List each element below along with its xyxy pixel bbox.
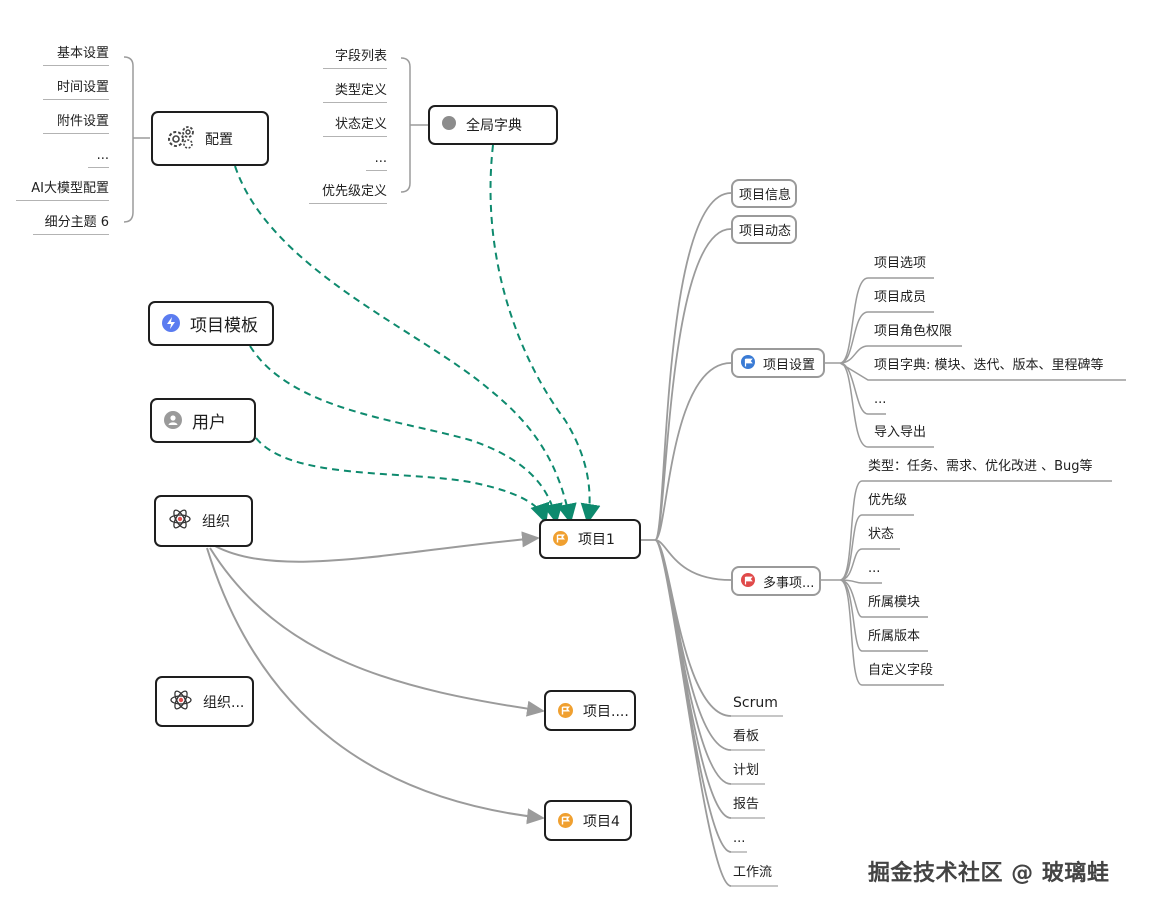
circle-icon [442,116,456,134]
dashed-link-config [234,165,577,524]
items-leaf[interactable]: 优先级 [868,493,908,508]
project1-node[interactable]: 项目1 [539,519,641,559]
dict-bracket [400,57,428,193]
tree-settings [824,277,1126,448]
settings-leaf[interactable]: ... [874,392,887,407]
flag-red-icon [741,573,755,589]
project1-label: 项目1 [578,532,615,548]
project-more-leaf[interactable]: 工作流 [733,865,773,880]
config-node[interactable]: 配置 [151,111,269,166]
project-more-leaf[interactable]: Scrum [733,695,778,711]
atom-icon [168,507,192,535]
project-more-leaf[interactable]: 报告 [733,797,760,812]
project-more-leaf[interactable]: ... [733,831,746,846]
project-flag-icon [558,702,573,719]
settings-leaf[interactable]: 项目角色权限 [874,324,953,339]
tree-project1 [641,192,732,887]
dict-leaf[interactable]: 类型定义 [323,82,387,103]
flag-blue-icon [741,355,755,371]
user-node[interactable]: 用户 [150,398,256,443]
config-leaf[interactable]: ... [88,147,109,168]
settings-leaf[interactable]: 项目字典: 模块、迭代、版本、里程碑等 [874,358,1104,373]
gears-icon [165,125,195,153]
project-more-leaf[interactable]: 看板 [733,729,760,744]
config-bracket [123,56,150,223]
multi-items-label: 多事项... [763,575,815,591]
dashed-link-dict [489,144,601,524]
link-org-project1 [214,531,540,563]
settings-leaf[interactable]: 项目选项 [874,256,927,271]
project-template-node[interactable]: 项目模板 [148,301,274,346]
user-label: 用户 [192,413,226,433]
project-settings-node[interactable]: 项目设置 [731,348,825,378]
project-news-node[interactable]: 项目动态 [731,215,797,244]
tree-items [821,480,1112,686]
dashed-link-user [255,437,550,524]
project4-node[interactable]: 项目4 [544,800,632,841]
config-label: 配置 [205,131,233,148]
project2-node[interactable]: 项目.... [544,690,636,731]
dict-leaf[interactable]: 优先级定义 [309,183,387,204]
atom-icon [169,688,193,716]
config-leaf[interactable]: 时间设置 [43,79,109,100]
underlines-more [731,715,783,887]
global-dict-node[interactable]: 全局字典 [428,105,558,145]
bolt-icon [162,313,180,334]
settings-leaf[interactable]: 项目成员 [874,290,927,305]
org-label: 组织 [202,514,230,530]
items-leaf[interactable]: 类型：任务、需求、优化改进 、Bug等 [868,459,1093,474]
project-flag-icon [553,531,568,547]
project-more-leaf[interactable]: 计划 [733,763,760,778]
items-leaf[interactable]: ... [868,561,881,576]
config-leaf[interactable]: 细分主题 6 [33,214,109,235]
global-dict-label: 全局字典 [466,118,522,134]
project2-label: 项目.... [583,703,629,720]
settings-leaf[interactable]: 导入导出 [874,425,927,440]
org-label-2: 组织... [203,694,245,711]
link-org-project2 [209,547,545,717]
org-node-2[interactable]: 组织... [155,676,254,727]
dashed-link-template [249,345,563,524]
items-leaf[interactable]: 所属版本 [868,629,921,644]
user-icon [164,410,182,431]
config-leaf[interactable]: 基本设置 [43,45,109,66]
config-leaf[interactable]: AI大模型配置 [16,180,109,201]
multi-items-node[interactable]: 多事项... [731,566,821,596]
project-template-label: 项目模板 [190,316,258,336]
items-leaf[interactable]: 状态 [868,527,895,542]
project-flag-icon [558,812,573,829]
dict-leaf[interactable]: ... [366,150,387,171]
dict-leaf[interactable]: 状态定义 [323,116,387,137]
dict-leaf[interactable]: 字段列表 [323,48,387,69]
link-org-project4 [206,547,545,825]
items-leaf[interactable]: 自定义字段 [868,663,934,678]
project4-label: 项目4 [583,813,620,830]
project-settings-label: 项目设置 [763,357,816,373]
watermark: 掘金技术社区 @ 玻璃蛙 [868,861,1110,886]
config-leaf[interactable]: 附件设置 [43,113,109,134]
project-info-node[interactable]: 项目信息 [731,179,797,208]
items-leaf[interactable]: 所属模块 [868,595,921,610]
org-node[interactable]: 组织 [154,495,253,547]
